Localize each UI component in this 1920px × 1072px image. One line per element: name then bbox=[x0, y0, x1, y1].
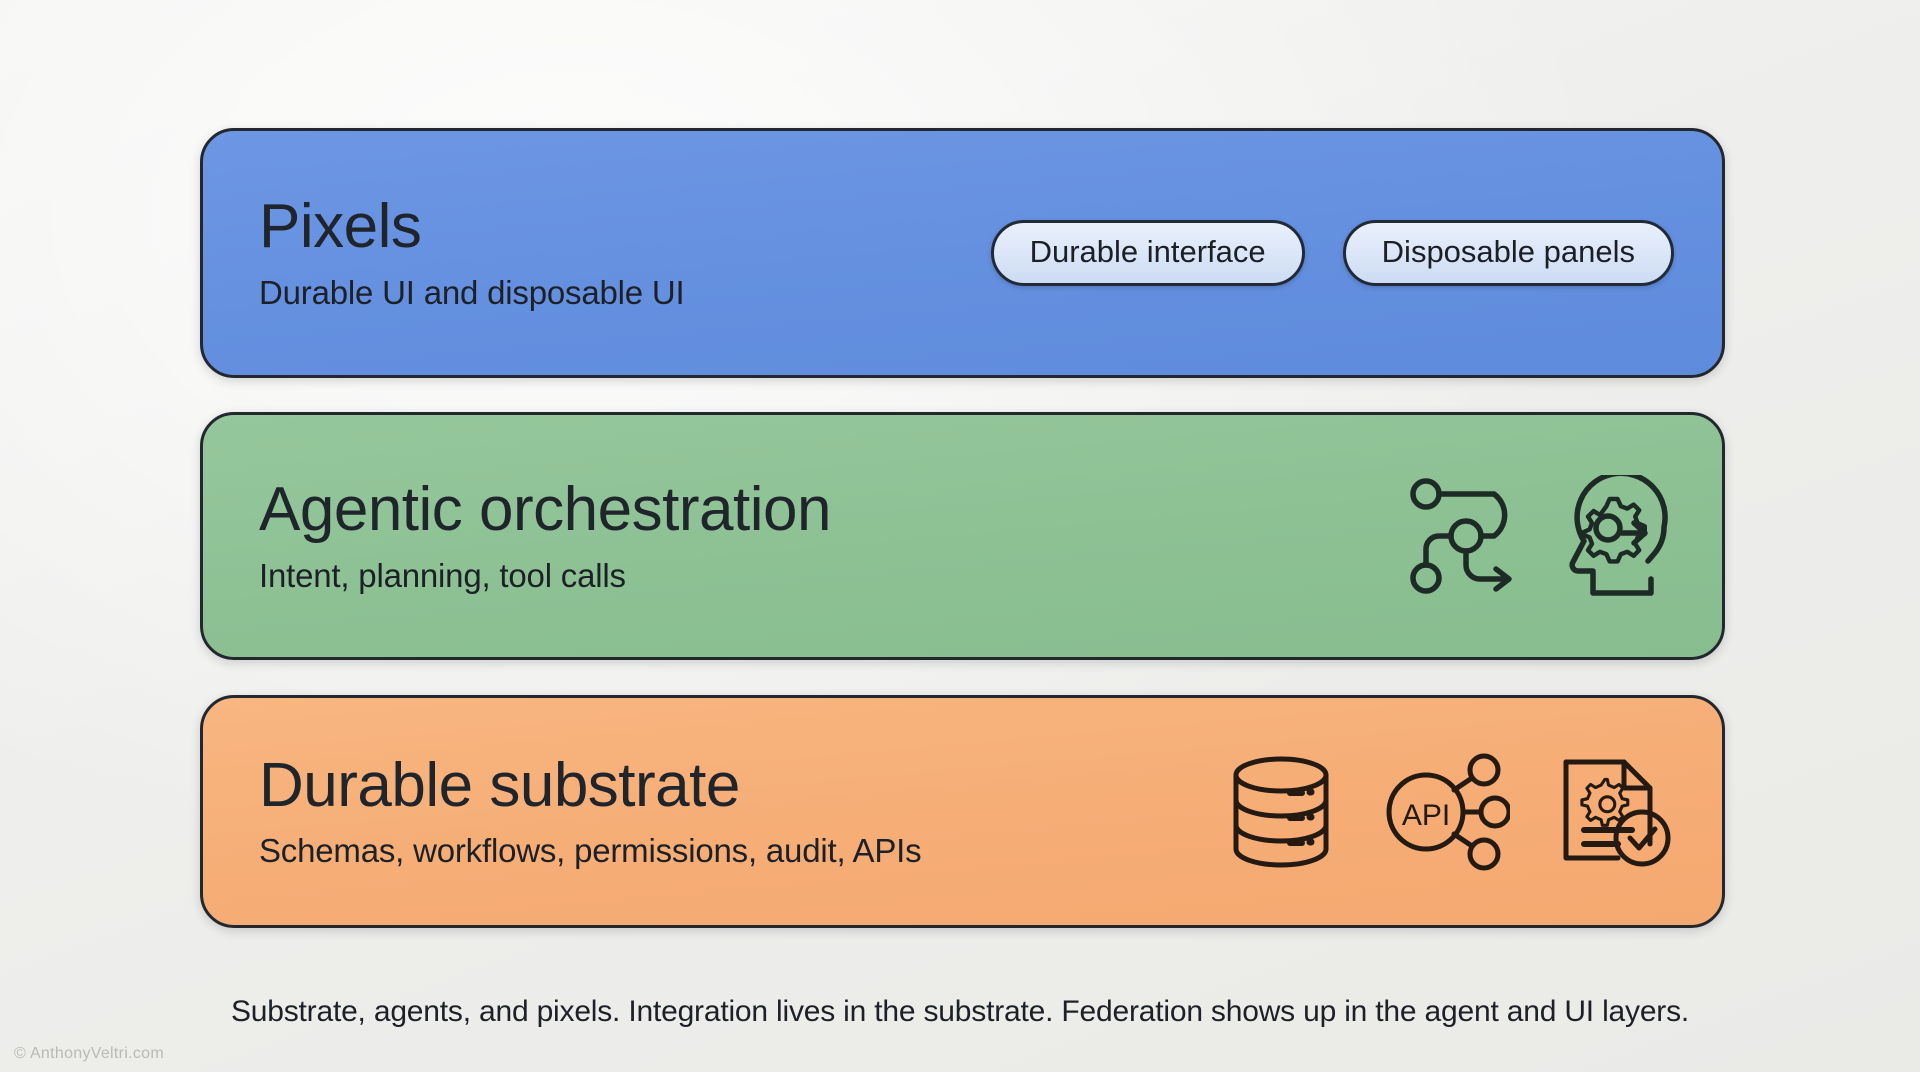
layer-agentic-icons bbox=[1410, 475, 1722, 597]
layer-pixels-title: Pixels bbox=[259, 192, 422, 262]
layer-pixels-subtitle: Durable UI and disposable UI bbox=[259, 273, 685, 311]
api-hub-label: API bbox=[1402, 799, 1450, 832]
layer-substrate-title: Durable substrate bbox=[259, 750, 740, 820]
layer-substrate-text: Durable substrate Schemas, workflows, pe… bbox=[203, 750, 922, 870]
watermark: © AnthonyVeltri.com bbox=[14, 1045, 165, 1062]
layer-agentic-text: Agentic orchestration Intent, planning, … bbox=[203, 477, 831, 594]
layer-agentic-subtitle: Intent, planning, tool calls bbox=[259, 556, 626, 594]
database-icon bbox=[1228, 753, 1334, 871]
layer-stack: Pixels Durable UI and disposable UI Dura… bbox=[200, 128, 1725, 928]
badge-disposable-panels[interactable]: Disposable panels bbox=[1342, 220, 1674, 286]
layer-substrate-subtitle: Schemas, workflows, permissions, audit, … bbox=[259, 832, 922, 870]
layer-pixels-text: Pixels Durable UI and disposable UI bbox=[203, 192, 685, 311]
layer-agentic-orchestration: Agentic orchestration Intent, planning, … bbox=[200, 412, 1725, 660]
layer-pixels: Pixels Durable UI and disposable UI Dura… bbox=[200, 128, 1725, 378]
layer-durable-substrate: Durable substrate Schemas, workflows, pe… bbox=[200, 695, 1725, 928]
diagram-caption: Substrate, agents, and pixels. Integrati… bbox=[230, 995, 1690, 1028]
head-with-gear-icon bbox=[1556, 475, 1674, 597]
layer-agentic-title: Agentic orchestration bbox=[259, 475, 831, 545]
badge-durable-interface[interactable]: Durable interface bbox=[990, 220, 1305, 286]
document-gear-check-icon bbox=[1558, 752, 1674, 872]
layer-pixels-badges: Durable interface Disposable panels bbox=[990, 220, 1722, 286]
branching-flow-icon bbox=[1410, 477, 1534, 595]
layer-substrate-icons: API bbox=[1228, 752, 1722, 872]
api-hub-icon: API bbox=[1382, 753, 1510, 871]
